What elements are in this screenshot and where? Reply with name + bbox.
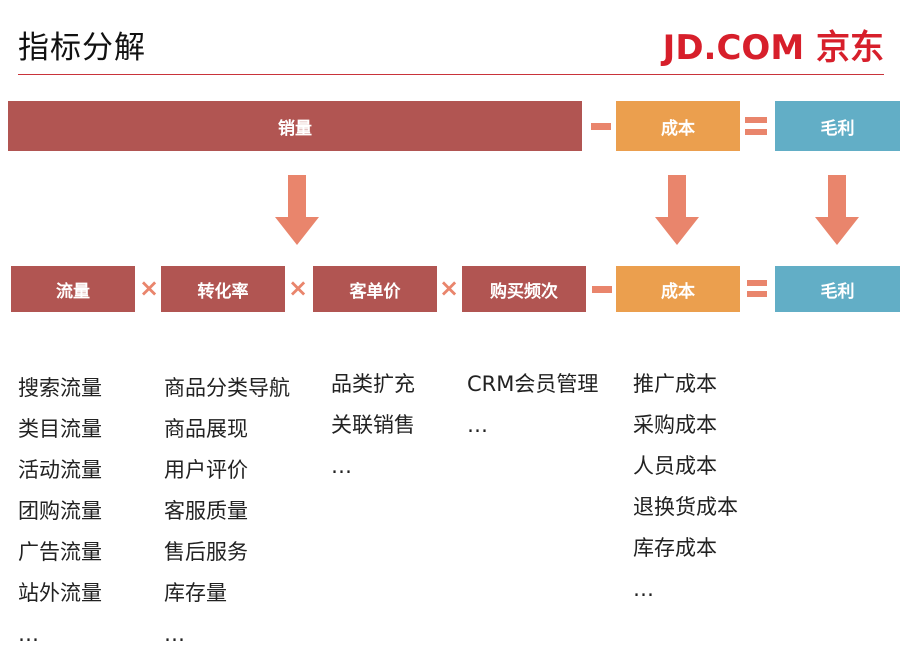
- conversion-list: 商品分类导航 商品展现 用户评价 客服质量 售后服务 库存量 …: [164, 368, 290, 655]
- list-item: 采购成本: [633, 413, 717, 437]
- list-item: 团购流量: [18, 499, 102, 523]
- list-item: 人员成本: [633, 454, 717, 478]
- gross-profit-box: 毛利: [775, 101, 900, 151]
- list-item: 广告流量: [18, 540, 102, 564]
- cost-list: 推广成本 采购成本 人员成本 退换货成本 库存成本 …: [633, 364, 738, 610]
- equals-operator: [747, 280, 767, 297]
- list-item: …: [331, 454, 352, 478]
- conversion-box: 转化率: [161, 266, 285, 312]
- list-item: 库存量: [164, 581, 227, 605]
- list-item: 活动流量: [18, 458, 102, 482]
- list-item: 商品展现: [164, 417, 248, 441]
- list-item: 关联销售: [331, 413, 415, 437]
- times-operator: ×: [138, 274, 160, 302]
- traffic-list: 搜索流量 类目流量 活动流量 团购流量 广告流量 站外流量 …: [18, 368, 102, 655]
- list-item: 售后服务: [164, 540, 248, 564]
- list-item: …: [467, 413, 488, 437]
- list-item: 搜索流量: [18, 376, 102, 400]
- avg-order-value-box: 客单价: [313, 266, 437, 312]
- list-item: 退换货成本: [633, 495, 738, 519]
- traffic-box: 流量: [11, 266, 135, 312]
- list-item: 品类扩充: [331, 372, 415, 396]
- jd-logo: JD.COM 京东: [662, 28, 884, 68]
- down-arrow-icon: [655, 175, 699, 245]
- list-item: 站外流量: [18, 581, 102, 605]
- gross-profit-box: 毛利: [775, 266, 900, 312]
- avg-order-value-list: 品类扩充 关联销售 …: [331, 364, 415, 487]
- minus-operator: [591, 123, 611, 130]
- purchase-frequency-list: CRM会员管理 …: [467, 364, 598, 446]
- list-item: …: [164, 622, 185, 646]
- list-item: CRM会员管理: [467, 372, 599, 396]
- down-arrow-icon: [275, 175, 319, 245]
- times-operator: ×: [438, 274, 460, 302]
- minus-operator: [592, 286, 612, 293]
- list-item: 类目流量: [18, 417, 102, 441]
- list-item: 用户评价: [164, 458, 248, 482]
- equals-operator: [745, 117, 767, 135]
- page-title: 指标分解: [18, 30, 146, 66]
- list-item: 客服质量: [164, 499, 248, 523]
- header-divider: [18, 74, 884, 75]
- list-item: …: [18, 622, 39, 646]
- down-arrow-icon: [815, 175, 859, 245]
- list-item: 商品分类导航: [164, 376, 290, 400]
- list-item: 推广成本: [633, 372, 717, 396]
- times-operator: ×: [287, 274, 309, 302]
- cost-box: 成本: [616, 266, 740, 312]
- list-item: …: [633, 577, 654, 601]
- sales-box: 销量: [8, 101, 582, 151]
- list-item: 库存成本: [633, 536, 717, 560]
- cost-box: 成本: [616, 101, 740, 151]
- purchase-frequency-box: 购买频次: [462, 266, 586, 312]
